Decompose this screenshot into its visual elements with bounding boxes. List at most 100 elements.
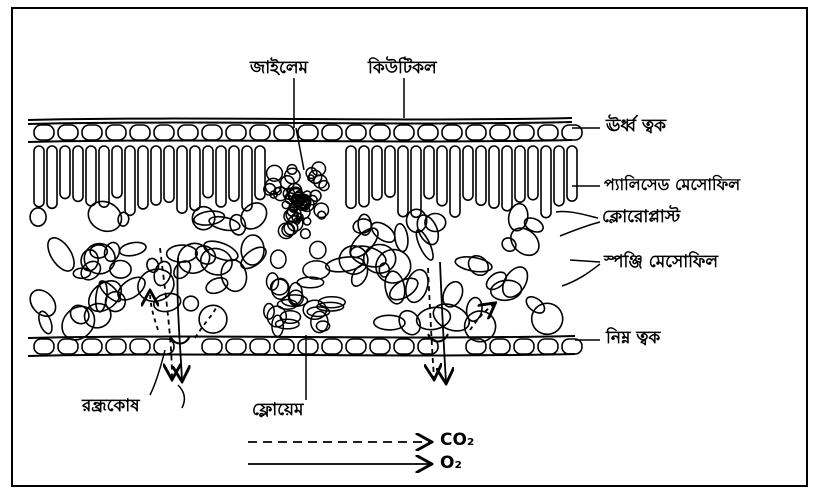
- spongy-cell: [425, 214, 446, 232]
- palisade-cell: [567, 146, 577, 201]
- spongy-cell: [490, 279, 523, 302]
- palisade-cell: [372, 146, 382, 200]
- epidermis-cell: [370, 125, 390, 140]
- palisade-cell: [515, 146, 525, 202]
- palisade-cell: [346, 146, 356, 208]
- spongy-cell: [465, 296, 484, 322]
- palisade-cell: [385, 146, 395, 197]
- xylem-vessel: [304, 218, 311, 225]
- phloem-cell: [310, 241, 326, 258]
- epidermis-cell: [106, 339, 126, 354]
- epidermis-cell: [58, 339, 78, 354]
- label-upper-epidermis: ঊর্ধ্ব ত্বক: [606, 118, 666, 135]
- palisade-cell: [125, 146, 135, 215]
- spongy-cell: [30, 208, 46, 226]
- epidermis-cell: [298, 339, 318, 354]
- label-cuticle: কিউটিকল: [368, 60, 437, 77]
- phloem-cell: [276, 319, 300, 329]
- spongy-cell: [523, 294, 547, 317]
- epidermis-cell: [34, 125, 54, 140]
- epidermis-cell: [274, 125, 294, 140]
- epidermis-cell: [490, 125, 510, 140]
- epidermis-cell: [466, 125, 486, 140]
- spongy-cell: [166, 245, 197, 263]
- spongy-cell: [368, 218, 398, 246]
- spongy-cell: [198, 245, 235, 278]
- spongy-cell: [110, 260, 132, 278]
- palisade-cell: [151, 146, 161, 205]
- epidermis-cell: [154, 125, 174, 140]
- palisade-cell: [489, 146, 499, 208]
- palisade-cell: [216, 146, 226, 207]
- label-palisade-mesophyll: প্যালিসেড মেসোফিল: [604, 177, 740, 193]
- label-stomata: রন্ধ্রকোষ: [82, 398, 140, 415]
- spongy-cell: [81, 300, 113, 331]
- palisade-cell: [437, 146, 447, 206]
- epidermis-cell: [106, 125, 126, 140]
- phloem-cell: [271, 279, 288, 295]
- epidermis-cell: [202, 125, 222, 140]
- epidermis-cell: [226, 339, 246, 354]
- palisade-cell: [112, 146, 122, 198]
- palisade-cell: [229, 146, 239, 201]
- spongy-cell: [527, 298, 568, 339]
- spongy-cell: [465, 252, 493, 279]
- epidermis-cell: [322, 339, 342, 354]
- epidermis-cell: [538, 125, 558, 140]
- spongy-cell: [406, 209, 427, 233]
- spongy-cell: [522, 215, 545, 235]
- gas-flow-arrows: [150, 248, 494, 382]
- epidermis-cell: [418, 125, 438, 140]
- spongy-cell: [94, 281, 108, 313]
- label-spongy-mesophyll: স্পঞ্জি মেসোফিল: [604, 254, 718, 271]
- palisade-cell: [528, 146, 538, 200]
- epidermis-cell: [370, 339, 390, 354]
- epidermis-cell: [442, 125, 462, 140]
- palisade-cell: [398, 146, 408, 217]
- palisade-cell: [34, 146, 44, 207]
- xylem-vessel: [301, 229, 311, 239]
- epidermis-cell: [322, 125, 342, 140]
- label-chloroplast: ক্লোরোপ্লাস্ট: [602, 209, 680, 226]
- epidermis-cell: [346, 339, 366, 354]
- spongy-cell: [117, 212, 129, 227]
- legend: [248, 442, 430, 464]
- label-lower-epidermis: নিম্ন ত্বক: [606, 330, 660, 347]
- epidermis-cell: [130, 339, 150, 354]
- spongy-cell: [83, 196, 127, 237]
- palisade-cell: [47, 146, 57, 208]
- spongy-cell: [228, 213, 248, 237]
- epidermis-cell: [250, 125, 270, 140]
- epidermis-cell: [394, 125, 414, 140]
- palisade-cell: [502, 146, 512, 211]
- epidermis-cell: [82, 125, 102, 140]
- xylem-vessel: [314, 203, 328, 217]
- lower-epidermis-cells: [34, 339, 582, 354]
- epidermis-cell: [298, 125, 318, 140]
- vascular-bundle: [264, 162, 345, 336]
- palisade-cell: [73, 146, 83, 201]
- epidermis-cell: [562, 339, 582, 354]
- epidermis-cell: [82, 339, 102, 354]
- phloem-cell: [271, 250, 286, 268]
- spongy-cell: [395, 307, 425, 339]
- spongy-cell: [499, 235, 518, 254]
- spongy-cell: [25, 285, 61, 321]
- spongy-cell: [193, 300, 232, 339]
- spongy-cell: [96, 278, 123, 305]
- palisade-cell: [86, 146, 96, 206]
- epidermis-cell: [346, 125, 366, 140]
- palisade-cell: [424, 146, 434, 199]
- palisade-cell: [541, 146, 551, 218]
- legend-o2-label: O₂: [440, 455, 462, 472]
- label-xylem: জাইলেম: [250, 60, 308, 77]
- spongy-cell: [393, 223, 410, 253]
- palisade-cell: [99, 146, 109, 207]
- palisade-cell: [190, 146, 200, 210]
- epidermis-cell: [58, 125, 78, 140]
- legend-co2-label: CO₂: [440, 432, 474, 449]
- palisade-cell: [450, 146, 460, 217]
- epidermis-cell: [250, 339, 270, 354]
- epidermis-cell: [178, 125, 198, 140]
- palisade-cell: [359, 146, 369, 207]
